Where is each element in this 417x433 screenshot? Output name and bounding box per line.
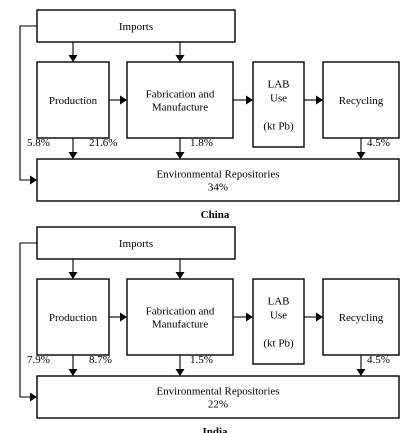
imports-to-env-line xyxy=(19,242,37,398)
production-to-env-value: 21.6% xyxy=(89,137,117,149)
environmental-repositories-box-frame xyxy=(36,158,400,202)
imports-to-production-arrow-head xyxy=(68,272,78,279)
environmental-repositories-box-label-1: Environmental Repositories xyxy=(156,386,279,398)
imports-to-env-arrow-head xyxy=(30,392,37,402)
imports-box-label-1: Imports xyxy=(119,238,153,250)
production-box: Production xyxy=(36,61,110,139)
lab-use-box-frame xyxy=(252,61,305,148)
lab-to-recycling-arrow-head xyxy=(316,95,323,105)
production-to-env-arrow-head xyxy=(68,152,78,159)
imports-to-env-arrow-head xyxy=(30,175,37,185)
imports-to-env-value: 7.9% xyxy=(27,354,50,366)
lab-use-box-label-2: Use xyxy=(270,93,287,105)
lab-use-box-label-2: Use xyxy=(270,310,287,322)
environmental-repositories-box-label-2: 34% xyxy=(208,182,228,194)
recycling-to-env-arrow-head xyxy=(356,369,366,376)
imports-box: Imports xyxy=(36,226,236,260)
imports-to-fabrication-arrow-head xyxy=(175,272,185,279)
production-box: Production xyxy=(36,278,110,356)
fabrication-to-env-value: 1.5% xyxy=(190,354,213,366)
recycling-to-env-value: 4.5% xyxy=(367,137,390,149)
environmental-repositories-box-label-1: Environmental Repositories xyxy=(156,169,279,181)
imports-box: Imports xyxy=(36,9,236,43)
production-box-label-1: Production xyxy=(49,95,98,107)
recycling-box: Recycling xyxy=(322,278,400,356)
production-box-label-1: Production xyxy=(49,312,98,324)
lab-use-box-label-1: LAB xyxy=(268,79,290,91)
fabrication-box-label-1: Fabrication and xyxy=(146,89,215,101)
imports-to-env-line xyxy=(19,25,37,181)
imports-to-fabrication-arrow-head xyxy=(175,55,185,62)
production-to-fabrication-arrow-head xyxy=(120,95,127,105)
environmental-repositories-box-label-2: 22% xyxy=(208,399,228,411)
lab-use-box-label-4: (kt Pb) xyxy=(263,121,294,133)
imports-to-env-value: 5.8% xyxy=(27,137,50,149)
lab-use-box-label-4: (kt Pb) xyxy=(263,338,294,350)
fabrication-box-label-2: Manufacture xyxy=(152,102,208,114)
imports-to-production-arrow-head xyxy=(68,55,78,62)
lab-use-box-label-1: LAB xyxy=(268,296,290,308)
production-to-env-value: 8.7% xyxy=(89,354,112,366)
environmental-repositories-box-frame xyxy=(36,375,400,419)
fabrication-to-env-arrow-head xyxy=(175,369,185,376)
recycling-box-label-1: Recycling xyxy=(339,312,384,324)
fabrication-to-lab-arrow-head xyxy=(246,95,253,105)
fabrication-box-label-1: Fabrication and xyxy=(146,306,215,318)
recycling-to-env-value: 4.5% xyxy=(367,354,390,366)
production-to-fabrication-arrow-head xyxy=(120,312,127,322)
lab-use-box-frame xyxy=(252,278,305,365)
production-box-frame xyxy=(36,61,110,139)
fabrication-to-env-arrow-head xyxy=(175,152,185,159)
recycling-box-frame xyxy=(322,61,400,139)
recycling-box: Recycling xyxy=(322,61,400,139)
lab-use-box: LAB Use (kt Pb) xyxy=(252,61,305,148)
recycling-box-label-1: Recycling xyxy=(339,95,384,107)
fabrication-box-frame xyxy=(126,278,234,356)
panel-caption-india: India xyxy=(202,426,228,433)
lab-use-box: LAB Use (kt Pb) xyxy=(252,278,305,365)
production-to-env-arrow-head xyxy=(68,369,78,376)
panel-caption-china: China xyxy=(201,209,230,221)
recycling-to-env-arrow-head xyxy=(356,152,366,159)
fabrication-box-label-2: Manufacture xyxy=(152,319,208,331)
imports-box-label-1: Imports xyxy=(119,21,153,33)
fabrication-to-lab-arrow-head xyxy=(246,312,253,322)
imports-box-frame xyxy=(36,226,236,260)
fabrication-to-env-value: 1.8% xyxy=(190,137,213,149)
lab-to-recycling-arrow-head xyxy=(316,312,323,322)
